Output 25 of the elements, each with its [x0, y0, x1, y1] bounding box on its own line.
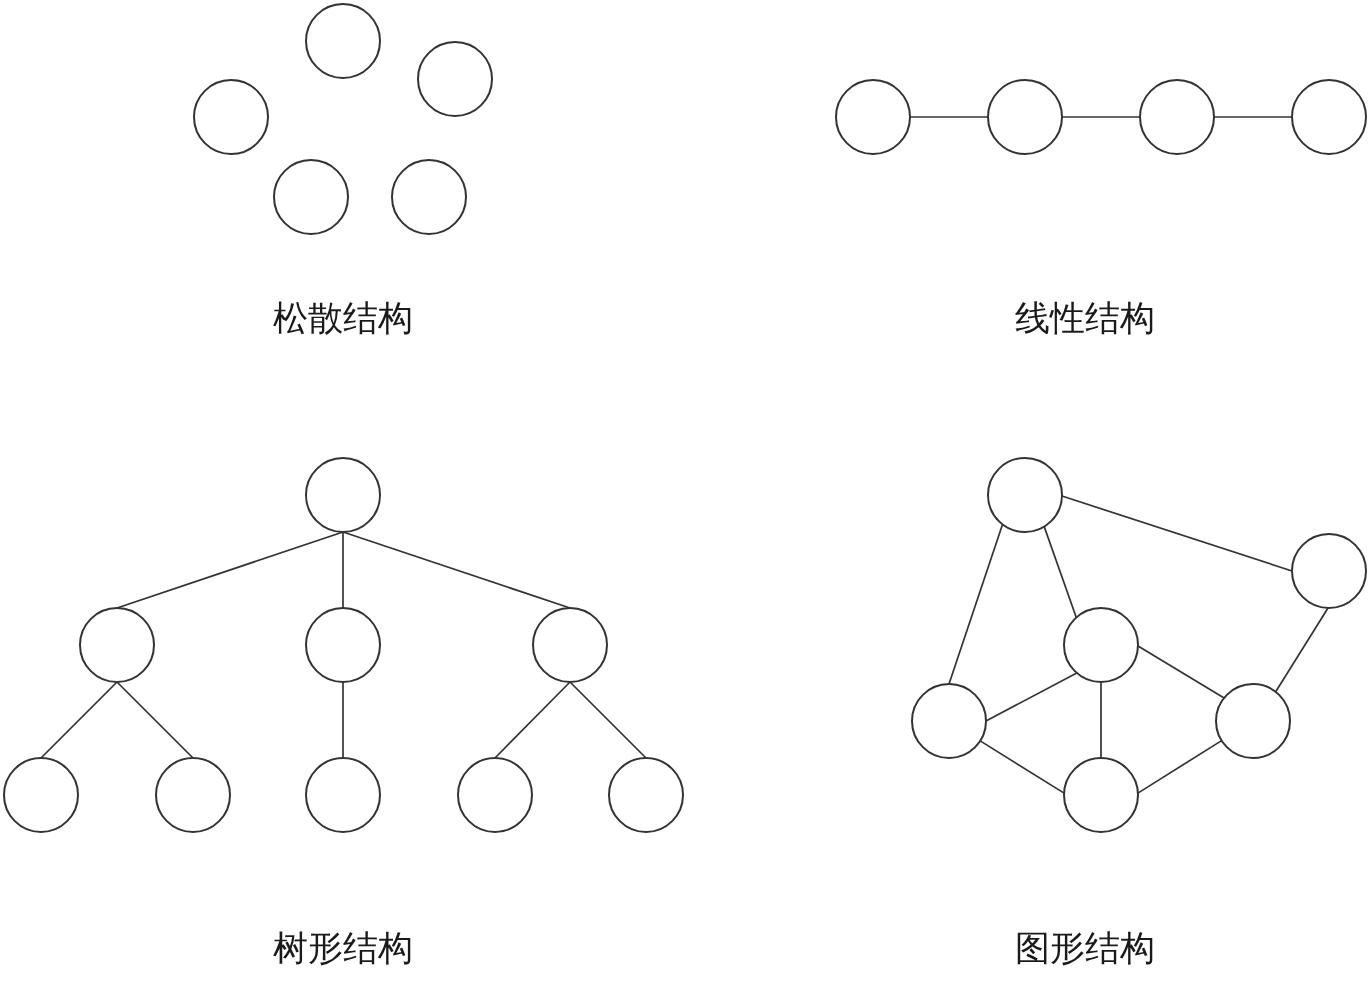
connector-line [40, 681, 118, 759]
connector-line [1274, 607, 1329, 693]
node-circle [1063, 607, 1139, 683]
connector-line [1061, 116, 1141, 118]
connector-line [116, 681, 194, 759]
caption: 松散结构 [273, 297, 413, 339]
caption: 线性结构 [1015, 297, 1155, 339]
connector-line [1137, 739, 1223, 794]
connector-line [979, 740, 1065, 794]
connector-line [342, 681, 344, 759]
caption: 树形结构 [273, 927, 413, 969]
connector-line [342, 531, 344, 609]
connector-line [569, 681, 647, 759]
connector-line [1213, 116, 1293, 118]
connector-line [948, 523, 1004, 685]
connector-line [1061, 495, 1293, 572]
caption: 图形结构 [1015, 927, 1155, 969]
connector-line [494, 681, 571, 759]
connector-line [909, 116, 989, 118]
connector-line [1137, 645, 1225, 699]
connector-line [342, 531, 571, 609]
connector-line [116, 531, 344, 609]
connector-line [1100, 681, 1102, 759]
connector-line [1043, 525, 1078, 619]
connector-line [985, 672, 1078, 722]
